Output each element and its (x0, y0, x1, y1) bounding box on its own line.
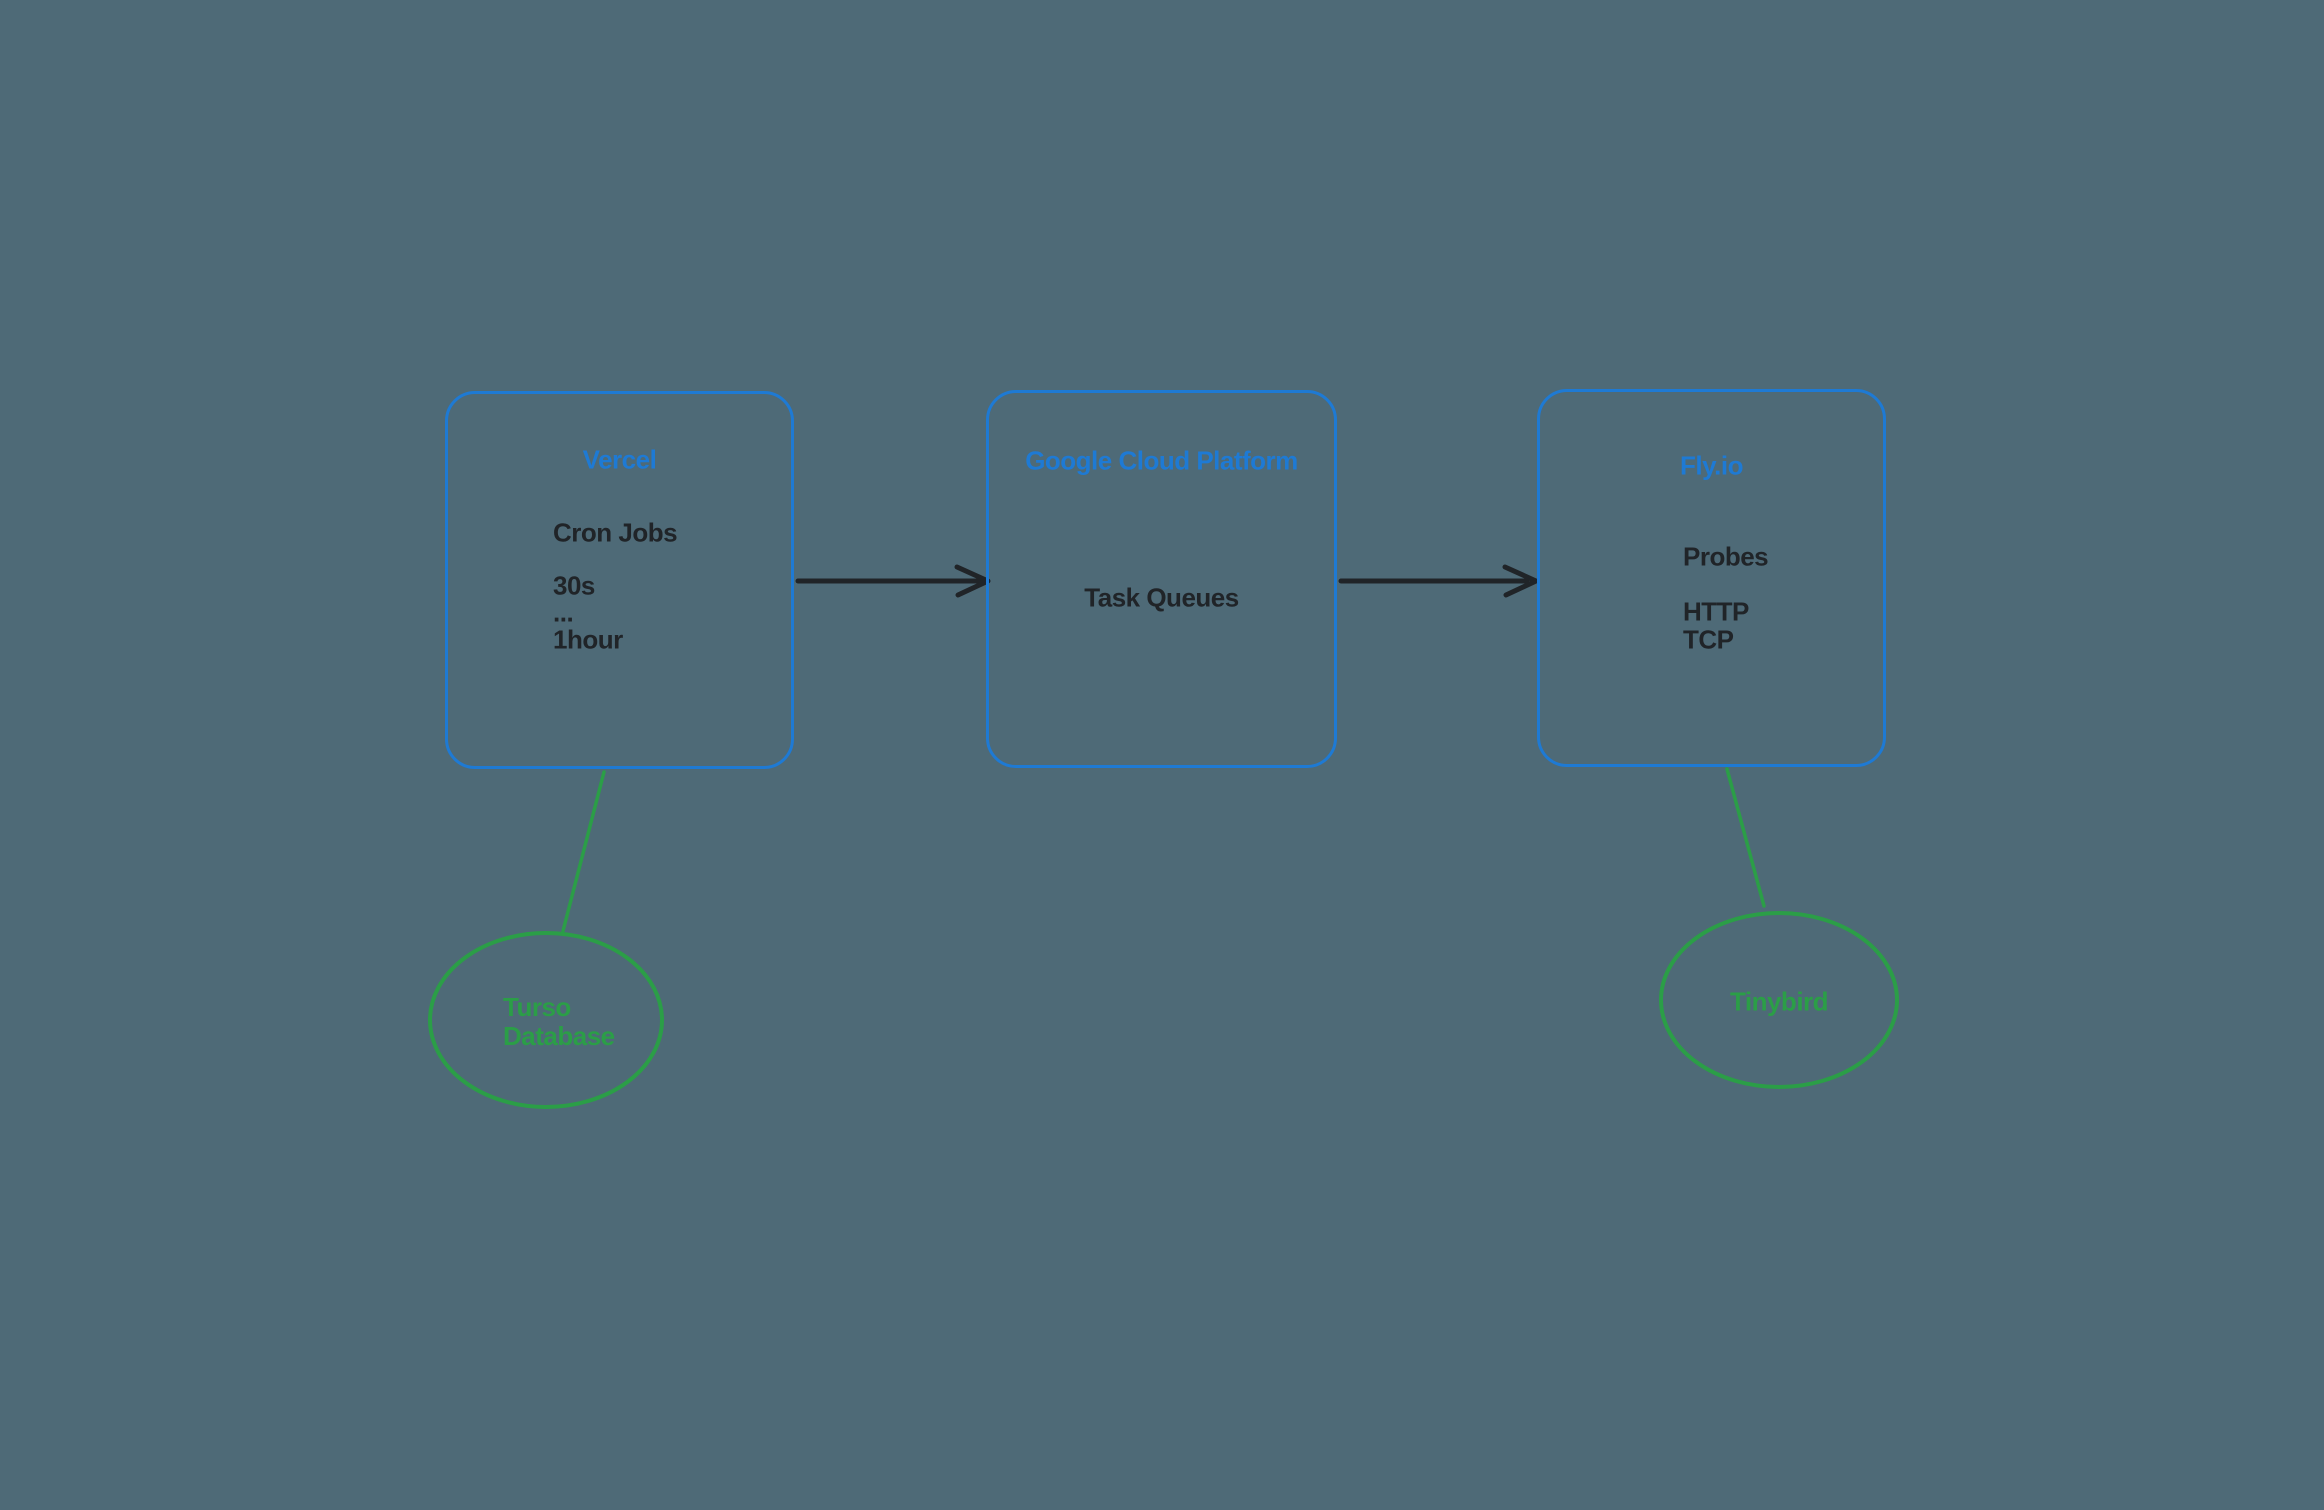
node-gcp[interactable]: Google Cloud Platform Task Queues (986, 390, 1337, 768)
node-vercel-item: 1hour (553, 624, 623, 655)
node-vercel-title: Vercel (582, 444, 657, 475)
arrowhead (1502, 564, 1539, 598)
node-gcp-title: Google Cloud Platform (1025, 445, 1298, 476)
turso-label-line: Turso (503, 992, 571, 1022)
node-flyio-title: Fly.io (1680, 450, 1743, 481)
node-vercel-item: ... (553, 597, 574, 628)
node-vercel[interactable]: Vercel Cron Jobs 30s ... 1hour (445, 391, 794, 769)
turso-label: Turso Database (503, 993, 615, 1051)
turso-label-line: Database (503, 1021, 615, 1051)
node-flyio-subtitle: Probes (1683, 541, 1769, 572)
tinybird-ellipse[interactable] (1659, 911, 1899, 1089)
tinybird-label: Tinybird (1729, 986, 1829, 1017)
line-flyio-to-tinybird[interactable] (1725, 767, 1766, 908)
node-vercel-subtitle: Cron Jobs (553, 517, 678, 548)
node-flyio-item: HTTP (1683, 596, 1749, 627)
node-flyio-item: TCP (1683, 624, 1734, 655)
turso-ellipse[interactable] (428, 931, 664, 1109)
line-vercel-to-turso[interactable] (561, 770, 606, 933)
node-gcp-body: Task Queues (1084, 582, 1239, 613)
node-vercel-item: 30s (553, 570, 595, 601)
node-flyio[interactable]: Fly.io Probes HTTP TCP (1537, 389, 1886, 767)
